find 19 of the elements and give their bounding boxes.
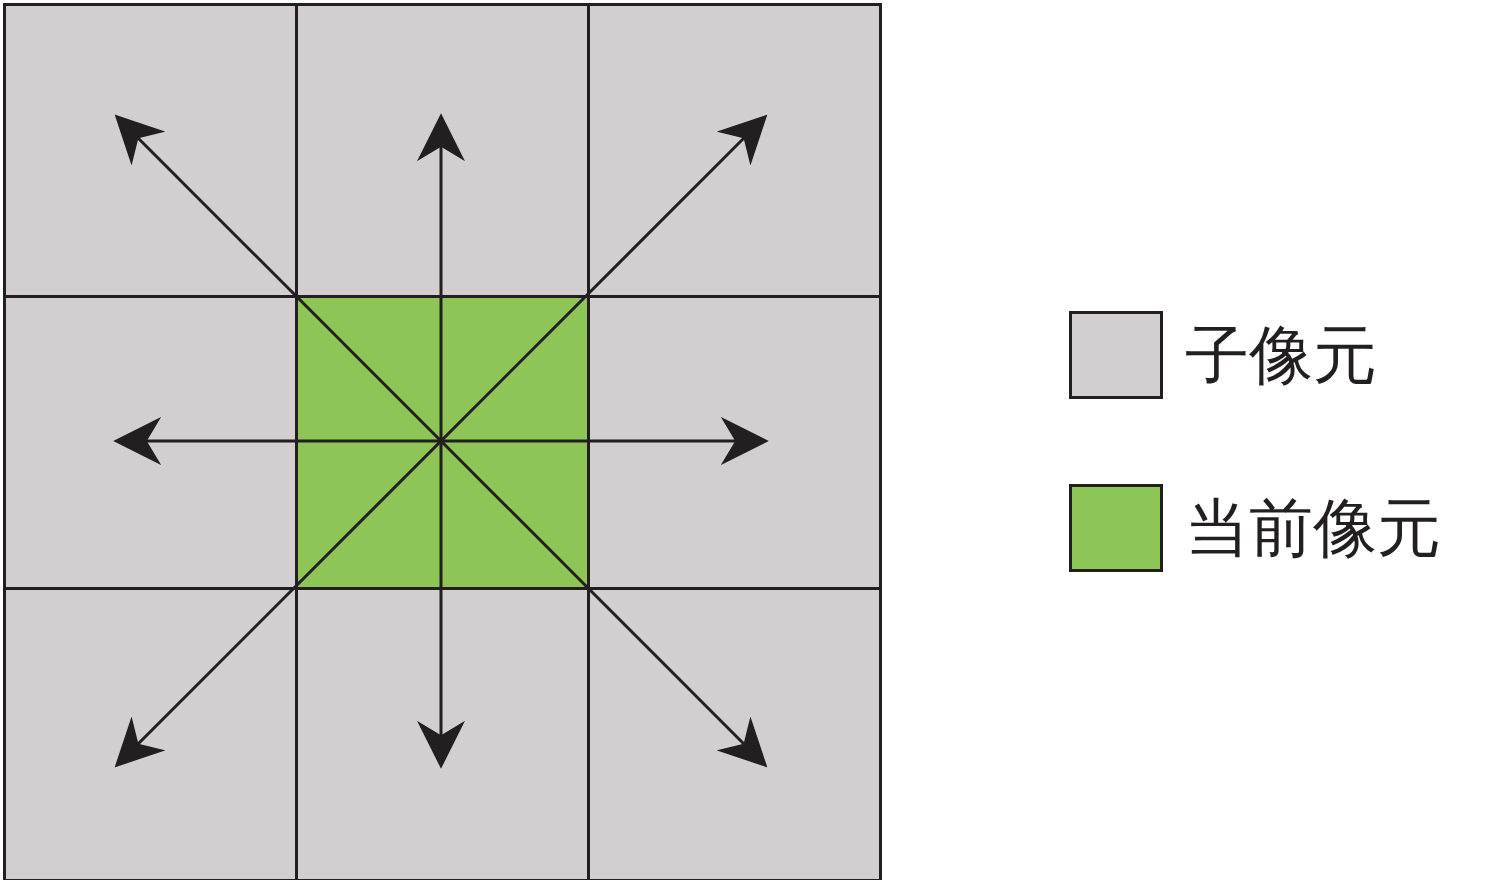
sub-pixel-cell xyxy=(295,3,590,298)
arrow xyxy=(113,417,441,465)
sub-pixel-cell xyxy=(3,3,298,298)
legend-label: 子像元 xyxy=(1185,317,1377,394)
sub-pixel-cell xyxy=(587,295,882,590)
arrow xyxy=(439,439,768,768)
arrow xyxy=(417,441,465,769)
arrow xyxy=(417,113,465,441)
arrow xyxy=(441,417,769,465)
sub-pixel-cell xyxy=(3,295,298,590)
arrow xyxy=(114,439,443,768)
current-pixel-cell xyxy=(295,295,590,590)
sub-pixel-cell xyxy=(295,587,590,880)
legend-label: 当前像元 xyxy=(1185,490,1441,567)
sub-pixel-cell xyxy=(3,587,298,880)
arrow xyxy=(439,114,768,443)
arrow xyxy=(114,114,443,443)
sub-pixel-cell xyxy=(587,587,882,880)
sub-pixel-cell xyxy=(587,3,882,298)
